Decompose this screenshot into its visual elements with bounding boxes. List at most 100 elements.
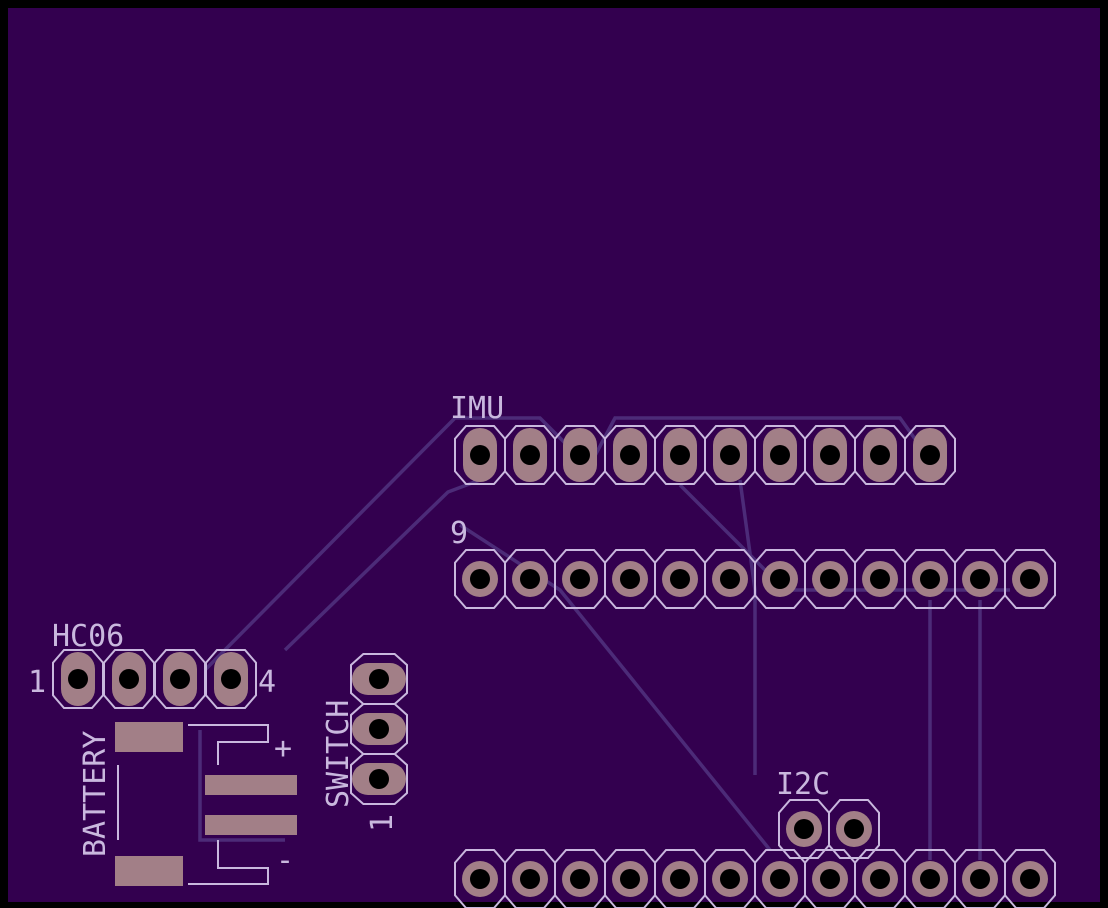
battery-pad-bottom — [115, 856, 183, 886]
drill-hole — [870, 445, 890, 465]
pin-outline — [854, 549, 906, 609]
i2c-header — [778, 799, 880, 859]
bottom-header-pin-2 — [504, 849, 556, 908]
pin-outline — [52, 649, 104, 709]
bottom-header-pin-6 — [704, 849, 756, 908]
drill-hole — [68, 669, 88, 689]
battery-outline — [188, 724, 269, 765]
trace — [459, 523, 772, 852]
pin-outline — [554, 549, 606, 609]
imu-header-pin-3 — [554, 425, 606, 485]
header-9-pin-5 — [654, 549, 706, 609]
pin-outline — [778, 799, 830, 859]
drill-hole — [670, 869, 690, 889]
pin-outline — [654, 425, 706, 485]
drill-hole — [720, 445, 740, 465]
drill-hole — [520, 445, 540, 465]
bottom-header-pin-7 — [754, 849, 806, 908]
drill-hole — [920, 869, 940, 889]
drill-hole — [620, 569, 640, 589]
imu-header — [454, 425, 956, 485]
bottom-header-pin-1 — [454, 849, 506, 908]
pin-outline — [654, 849, 706, 908]
hc06-pin4-label: 4 — [258, 665, 276, 700]
drill-hole — [520, 569, 540, 589]
drill-hole — [820, 445, 840, 465]
pin-outline — [554, 849, 606, 908]
drill-hole — [1020, 569, 1040, 589]
drill-hole — [170, 669, 190, 689]
pin-outline — [1004, 849, 1056, 908]
drill-hole — [369, 719, 389, 739]
battery-minus-label: - — [276, 843, 294, 878]
header-9-pin-2 — [504, 549, 556, 609]
trace — [198, 730, 285, 842]
drill-hole — [920, 445, 940, 465]
pin-outline — [1004, 549, 1056, 609]
drill-hole — [470, 869, 490, 889]
pin-outline — [954, 849, 1006, 908]
pin-outline — [154, 649, 206, 709]
header-9-pin-12 — [1004, 549, 1056, 609]
pin-outline — [754, 425, 806, 485]
imu-label: IMU — [450, 391, 504, 426]
pin-outline — [854, 849, 906, 908]
pin-outline — [754, 849, 806, 908]
pin-outline — [804, 549, 856, 609]
pin-outline — [504, 849, 556, 908]
header-9-pin-6 — [704, 549, 756, 609]
imu-header-pin-6 — [704, 425, 756, 485]
header-9-pin-8 — [804, 549, 856, 609]
pin-outline — [904, 549, 956, 609]
pin-outline — [804, 849, 856, 908]
pin-outline — [554, 425, 606, 485]
drill-hole — [470, 445, 490, 465]
drill-hole — [620, 445, 640, 465]
battery-pad-minus — [205, 815, 297, 835]
header-9 — [454, 549, 1056, 609]
pin-outline — [704, 849, 756, 908]
bottom-header-pin-10 — [904, 849, 956, 908]
drill-hole — [570, 445, 590, 465]
drill-hole — [119, 669, 139, 689]
pin-outline — [904, 849, 956, 908]
header-9-pin-3 — [554, 549, 606, 609]
hc06-header-pin-2 — [103, 649, 155, 709]
drill-hole — [670, 445, 690, 465]
drill-hole — [870, 569, 890, 589]
pin-outline — [454, 425, 506, 485]
bottom-header-pin-5 — [654, 849, 706, 908]
pin-outline — [804, 425, 856, 485]
bottom-header — [454, 849, 1056, 908]
pin-outline — [854, 425, 906, 485]
i2c-header-pin-2 — [828, 799, 880, 859]
drill-hole — [820, 569, 840, 589]
battery-pad-plus — [205, 775, 297, 795]
battery-footprint — [115, 722, 297, 886]
drill-hole — [620, 869, 640, 889]
drill-hole — [770, 869, 790, 889]
pin-outline — [454, 549, 506, 609]
drill-hole — [570, 869, 590, 889]
hc06-header-pin-3 — [154, 649, 206, 709]
drill-hole — [794, 819, 814, 839]
drill-hole — [720, 869, 740, 889]
imu-header-pin-7 — [754, 425, 806, 485]
hc06-pin1-label: 1 — [28, 665, 46, 700]
bottom-header-pin-9 — [854, 849, 906, 908]
bottom-header-pin-11 — [954, 849, 1006, 908]
pin-outline — [754, 549, 806, 609]
pin-outline — [205, 649, 257, 709]
pin-outline — [504, 549, 556, 609]
battery-label: BATTERY — [78, 731, 113, 857]
header-9-pin-10 — [904, 549, 956, 609]
pin-outline — [604, 849, 656, 908]
header-9-pin-4 — [604, 549, 656, 609]
drill-hole — [520, 869, 540, 889]
hc06-header-pin-4 — [205, 649, 257, 709]
imu-header-pin-8 — [804, 425, 856, 485]
pin-outline — [504, 425, 556, 485]
battery-pad-top — [115, 722, 183, 752]
pin-outline — [954, 549, 1006, 609]
